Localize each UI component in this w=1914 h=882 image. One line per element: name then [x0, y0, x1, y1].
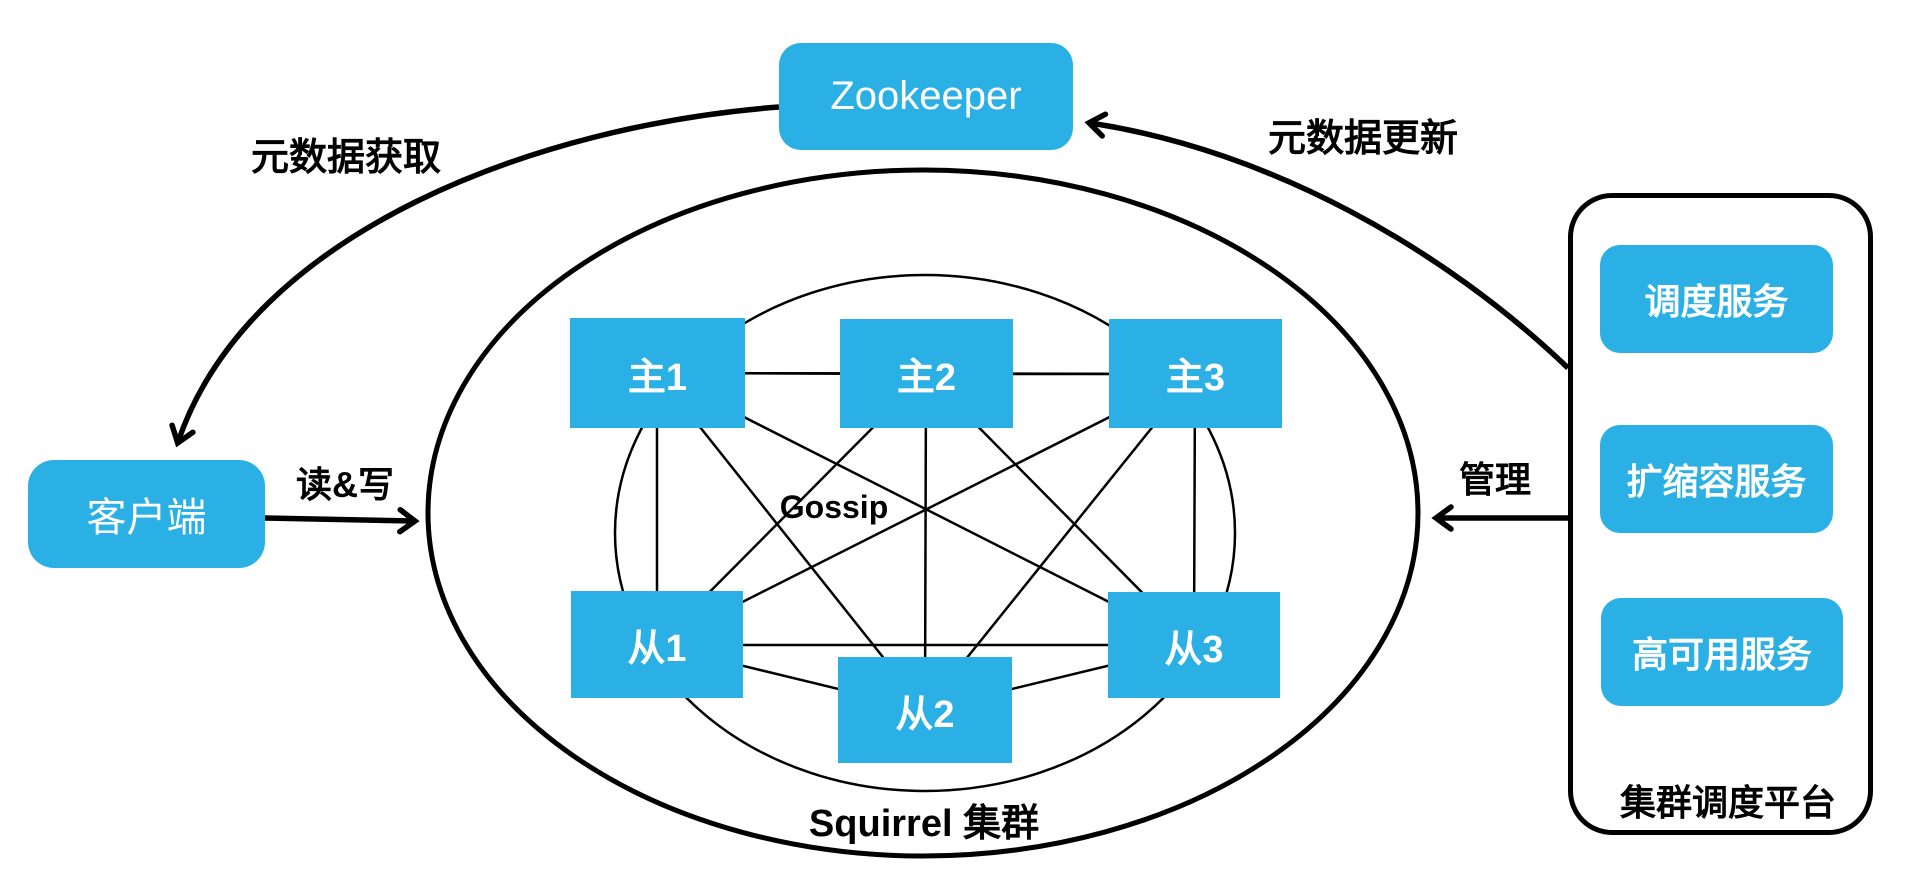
node-master-1: 主1 [570, 318, 745, 428]
node-master-3: 主3 [1109, 319, 1282, 428]
client-label: 客户端 [86, 496, 207, 540]
platform-title: 集群调度平台 [1619, 782, 1836, 823]
zookeeper-label: Zookeeper [830, 74, 1022, 118]
cluster-ellipse [425, 167, 1421, 859]
node-slave-1: 从1 [571, 591, 743, 698]
gossip-ring [613, 273, 1237, 793]
cluster-title: Squirrel 集群 [808, 802, 1040, 845]
node-slave-2: 从2 [838, 657, 1012, 763]
service-scaling-box: 扩缩容服务 [1600, 425, 1833, 533]
arrow-metadata-update [1084, 111, 1570, 370]
node-master-2: 主2 [840, 319, 1013, 428]
edge-label-read-write: 读&写 [296, 464, 394, 505]
zookeeper-box: Zookeeper [779, 43, 1073, 150]
node-slave-1-label: 从1 [627, 628, 687, 670]
service-ha-box: 高可用服务 [1601, 598, 1843, 706]
edge-label-metadata-fetch: 元数据获取 [250, 136, 441, 179]
node-master-1-label: 主1 [627, 356, 688, 399]
node-slave-3: 从3 [1108, 592, 1280, 698]
arrow-metadata-fetch [169, 104, 780, 448]
node-slave-2-label: 从2 [895, 693, 955, 736]
client-box: 客户端 [28, 460, 265, 568]
service-ha-label: 高可用服务 [1631, 634, 1812, 675]
service-scheduling-box: 调度服务 [1600, 245, 1833, 353]
node-master-2-label: 主2 [896, 357, 957, 399]
service-scaling-label: 扩缩容服务 [1626, 461, 1807, 502]
gossip-label: Gossip [779, 488, 889, 525]
edge-label-manage: 管理 [1458, 459, 1531, 500]
edge-label-metadata-update: 元数据更新 [1267, 117, 1458, 160]
arrow-read-write [264, 506, 420, 535]
service-scheduling-label: 调度服务 [1644, 281, 1789, 322]
node-slave-3-label: 从3 [1164, 628, 1224, 671]
node-master-3-label: 主3 [1165, 357, 1226, 399]
